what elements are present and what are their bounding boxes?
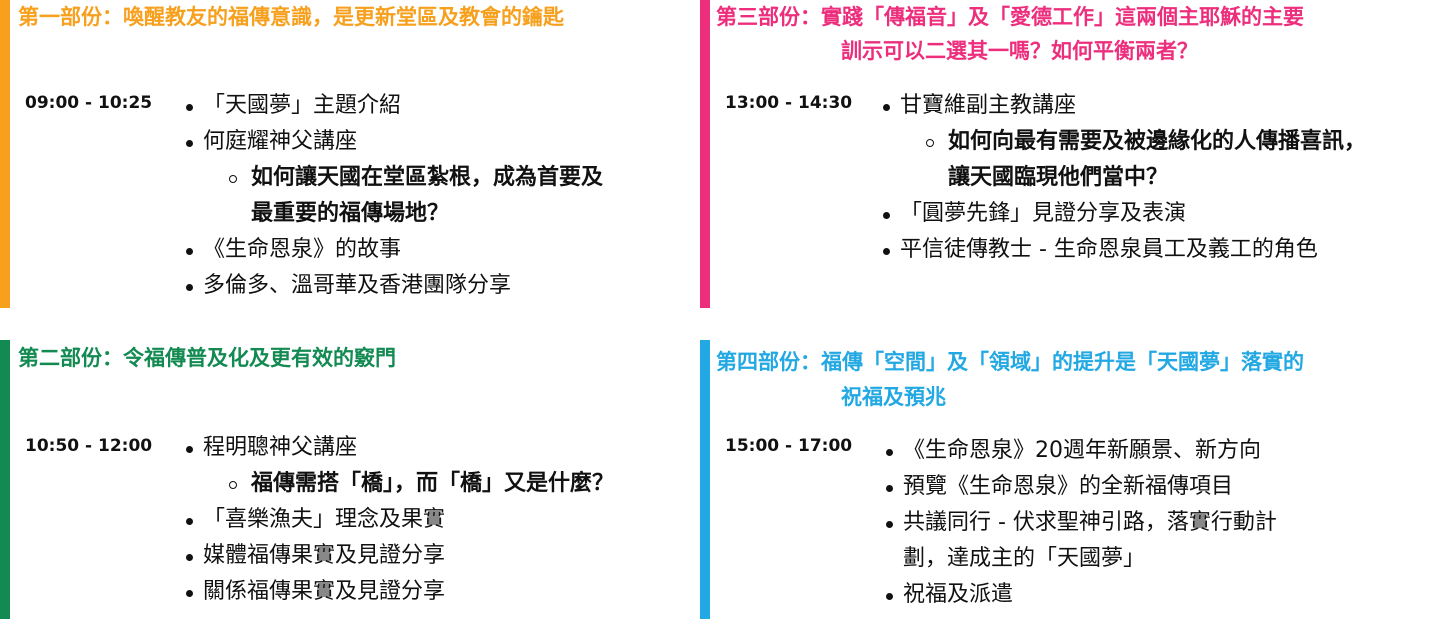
- part3-agenda-list: 甘寶維副主教講座 如何向最有需要及被邊緣化的人傳播喜訊， 讓天國臨現他們當中？ …: [880, 88, 1366, 268]
- part3-title-line1: 第三部份：實踐「傳福音」及「愛德工作」這兩個主耶穌的主要: [716, 5, 1304, 29]
- part1-title: 第一部份：喚醒教友的福傳意識，是更新堂區及教會的鑰匙: [18, 5, 564, 29]
- part1-color-bar: [0, 0, 10, 308]
- list-item: 福傳需搭「橋」，而「橋」又是什麼？: [183, 466, 614, 502]
- list-item: 預覽《生命恩泉》的全新福傳項目: [883, 469, 1277, 505]
- part1-agenda-list: 「天國夢」主題介紹 何庭耀神父講座 如何讓天國在堂區紮根，成為首要及 最重要的福…: [183, 88, 603, 304]
- part2-section: 第二部份：令福傳普及化及更有效的竅門 10:50 - 12:00 程明聰神父講座…: [0, 340, 700, 619]
- list-item: 多倫多、溫哥華及香港團隊分享: [183, 268, 603, 304]
- list-item: 「喜樂漁夫」理念及果實: [183, 502, 614, 538]
- list-item: 程明聰神父講座: [183, 430, 614, 466]
- part4-title-line2: 祝福及預兆: [841, 385, 946, 409]
- list-item: 劃，達成主的「天國夢」: [903, 546, 1146, 571]
- list-item: 如何讓天國在堂區紮根，成為首要及: [183, 160, 603, 196]
- list-item: 祝福及派遣: [883, 577, 1277, 613]
- part2-agenda-list: 程明聰神父講座 福傳需搭「橋」，而「橋」又是什麼？ 「喜樂漁夫」理念及果實 媒體…: [183, 430, 614, 610]
- list-item: 媒體福傳果實及見證分享: [183, 538, 614, 574]
- part2-color-bar: [0, 340, 10, 619]
- list-item: 讓天國臨現他們當中？: [948, 165, 1169, 190]
- part2-time: 10:50 - 12:00: [25, 436, 153, 456]
- list-item: 平信徒傳教士 - 生命恩泉員工及義工的角色: [880, 232, 1366, 268]
- part2-title: 第二部份：令福傳普及化及更有效的竅門: [18, 346, 396, 370]
- list-item: 何庭耀神父講座: [183, 124, 603, 160]
- list-item: 如何向最有需要及被邊緣化的人傳播喜訊，: [880, 124, 1366, 160]
- part1-time: 09:00 - 10:25: [25, 93, 153, 113]
- part1-section: 第一部份：喚醒教友的福傳意識，是更新堂區及教會的鑰匙 09:00 - 10:25…: [0, 0, 700, 308]
- part3-title-line2: 訓示可以二選其一嗎？如何平衡兩者？: [841, 39, 1198, 63]
- part3-time: 13:00 - 14:30: [725, 93, 853, 113]
- part3-color-bar: [700, 0, 710, 308]
- list-item: 《生命恩泉》20週年新願景、新方向: [883, 433, 1277, 469]
- list-item: 關係福傳果實及見證分享: [183, 574, 614, 610]
- part3-section: 第三部份：實踐「傳福音」及「愛德工作」這兩個主耶穌的主要 訓示可以二選其一嗎？如…: [700, 0, 1440, 308]
- part4-time: 15:00 - 17:00: [725, 436, 853, 456]
- part4-section: 第四部份：福傳「空間」及「領域」的提升是「天國夢」落實的 祝福及預兆 15:00…: [700, 340, 1440, 619]
- list-item: 甘寶維副主教講座: [880, 88, 1366, 124]
- part4-color-bar: [700, 340, 710, 619]
- list-item: 「天國夢」主題介紹: [183, 88, 603, 124]
- part4-agenda-list: 《生命恩泉》20週年新願景、新方向 預覽《生命恩泉》的全新福傳項目 共議同行 -…: [883, 433, 1277, 613]
- part4-title-line1: 第四部份：福傳「空間」及「領域」的提升是「天國夢」落實的: [716, 350, 1304, 374]
- list-item: 最重要的福傳場地？: [251, 201, 450, 226]
- list-item: 共議同行 - 伏求聖神引路，落實行動計: [883, 505, 1277, 541]
- list-item: 《生命恩泉》的故事: [183, 232, 603, 268]
- list-item: 「圓夢先鋒」見證分享及表演: [880, 196, 1366, 232]
